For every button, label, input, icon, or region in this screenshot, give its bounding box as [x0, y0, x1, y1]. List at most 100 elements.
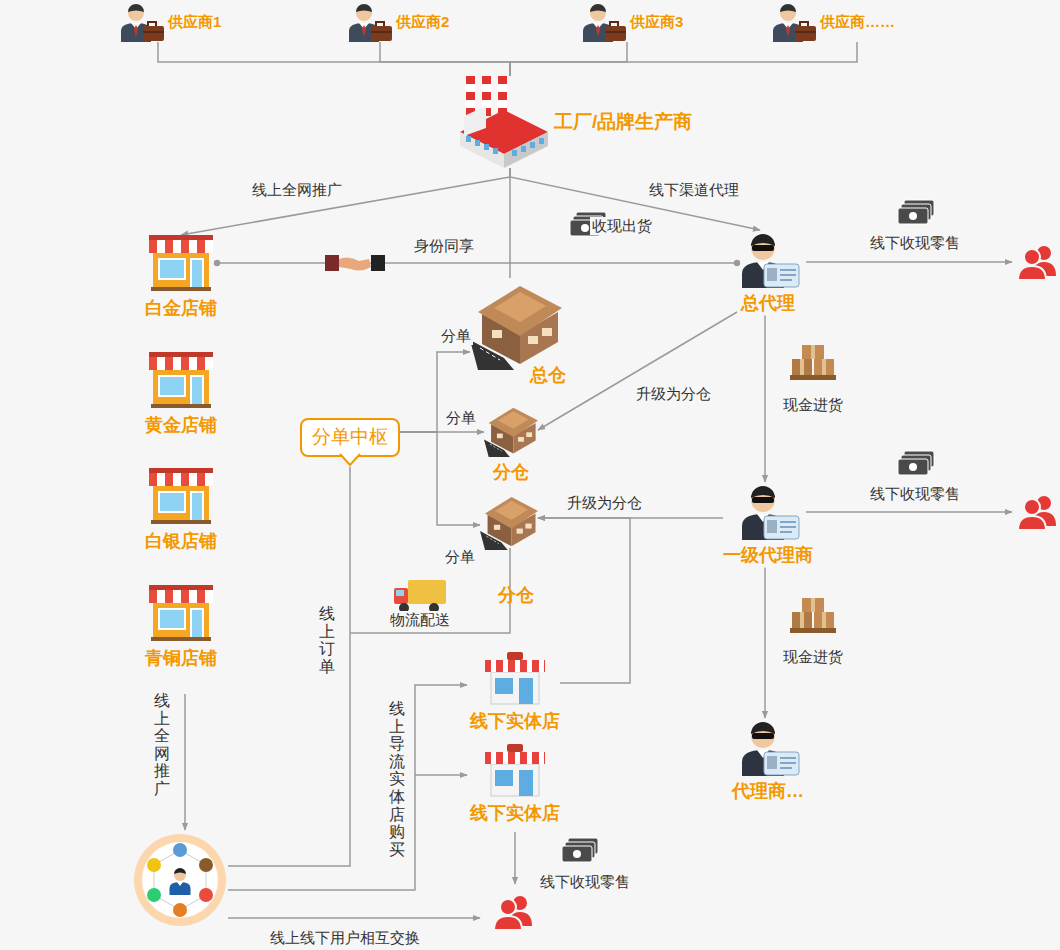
- supplier-node: 供应商2: [346, 2, 449, 42]
- agent-node: 代理商…: [732, 718, 804, 803]
- decoration: [199, 858, 213, 872]
- decoration: [466, 136, 471, 142]
- decoration: [800, 612, 804, 628]
- decoration: [151, 404, 211, 408]
- node-label: 黄金店铺: [145, 414, 217, 437]
- decoration: [408, 580, 446, 604]
- store-icon: [149, 352, 213, 408]
- decoration: [539, 752, 544, 764]
- decoration: [605, 31, 626, 33]
- decoration: [153, 370, 209, 406]
- flow-line: [415, 774, 467, 776]
- flow-line: [228, 685, 467, 890]
- annotation-label: 物流配送: [388, 611, 452, 629]
- decoration: [153, 253, 209, 289]
- node-label: 分仓: [493, 461, 529, 484]
- decoration: [590, 5, 606, 21]
- store-node: 青铜店铺: [145, 585, 217, 670]
- warehouse-node: 分仓: [480, 492, 538, 607]
- decoration: [181, 590, 189, 603]
- decoration: [581, 224, 589, 232]
- decoration: [909, 463, 917, 471]
- agent-node: 总代理: [737, 230, 799, 315]
- decoration: [521, 146, 526, 152]
- decoration: [174, 868, 186, 874]
- decoration: [189, 240, 197, 253]
- flow-line: [228, 917, 480, 919]
- decoration: [165, 357, 173, 370]
- decoration: [780, 4, 796, 12]
- store-node: 白金店铺: [145, 235, 217, 320]
- decoration: [189, 590, 197, 603]
- decoration: [583, 4, 626, 42]
- decoration: [371, 31, 392, 33]
- connector: [181, 168, 510, 235]
- edge-label: 线上全网推广: [250, 181, 344, 199]
- decoration: [780, 521, 796, 523]
- decoration: [780, 269, 796, 271]
- decoration: [371, 255, 385, 271]
- decoration: [780, 531, 792, 533]
- decoration: [780, 274, 796, 276]
- decoration: [134, 834, 226, 926]
- decoration: [780, 526, 796, 528]
- decoration: [518, 437, 524, 442]
- decoration: [780, 767, 792, 769]
- annotation-label: 线下收现零售: [538, 873, 632, 891]
- decoration: [491, 672, 539, 704]
- decoration: [149, 235, 213, 291]
- decoration: [909, 212, 917, 220]
- decoration: [149, 585, 213, 641]
- decoration: [149, 590, 157, 603]
- decoration: [174, 869, 186, 881]
- decoration: [128, 5, 144, 21]
- decoration: [470, 286, 562, 370]
- decoration: [484, 408, 538, 457]
- decoration: [780, 762, 796, 764]
- decoration: [482, 84, 491, 92]
- node-label: 白金店铺: [145, 297, 217, 320]
- decoration: [466, 100, 475, 108]
- connector: [510, 42, 857, 76]
- decoration: [159, 492, 185, 512]
- decoration: [494, 916, 522, 930]
- decoration: [792, 612, 812, 628]
- decoration: [764, 516, 799, 539]
- users-icon: [1018, 496, 1056, 530]
- callout-box: 分单中枢: [300, 418, 400, 457]
- decoration: [149, 240, 157, 253]
- node-label: 总代理: [741, 292, 795, 315]
- supplier-node: 供应商……: [770, 2, 895, 42]
- annotation-label: 线上导流实体店购买: [389, 698, 405, 860]
- store-icon: [149, 235, 213, 291]
- node-label: 分仓: [498, 584, 534, 607]
- decoration: [596, 25, 600, 37]
- shop-node: 线下实体店: [470, 652, 560, 733]
- annotation-label: 线上线下用户相互交换: [268, 929, 422, 947]
- decoration: [605, 26, 626, 41]
- decoration: [764, 264, 799, 287]
- users-icon: [494, 896, 532, 930]
- decoration: [157, 240, 165, 253]
- annotation-label: 线下收现零售: [868, 485, 962, 503]
- callout-tail: [340, 453, 360, 466]
- shop-icon: [483, 652, 547, 704]
- decoration: [503, 660, 508, 672]
- decoration: [339, 257, 371, 270]
- decoration: [767, 756, 777, 769]
- decoration: [153, 603, 209, 639]
- decoration: [173, 843, 187, 857]
- decoration: [790, 628, 836, 633]
- connector: [217, 262, 737, 264]
- decoration: [752, 733, 774, 739]
- money-icon: [562, 838, 598, 862]
- decoration: [495, 770, 513, 786]
- store-icon: [149, 468, 213, 524]
- node-label: 线下实体店: [470, 710, 560, 733]
- decoration: [189, 357, 197, 370]
- wh-icon: [480, 492, 538, 546]
- wh-icon: [484, 403, 538, 453]
- decoration: [151, 520, 211, 524]
- decoration: [786, 25, 790, 37]
- decoration: [751, 486, 775, 498]
